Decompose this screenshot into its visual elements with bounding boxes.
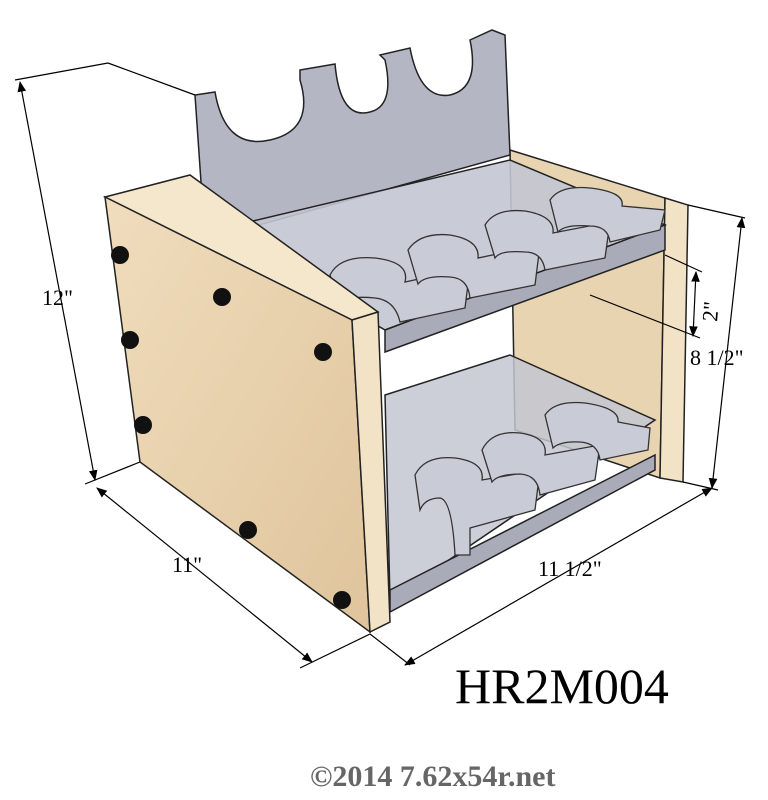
copyright-notice: ©2014 7.62x54r.net <box>310 760 555 793</box>
bolt-icon <box>213 288 231 306</box>
height-dimension-label: 12" <box>42 285 73 310</box>
left-panel-edge <box>351 310 391 634</box>
bolt-icon <box>314 343 332 361</box>
side-height-dimension-label: 8 1/2" <box>690 345 744 370</box>
width-dimension-label: 11 1/2" <box>538 556 602 581</box>
bolt-icon <box>111 246 129 264</box>
depth-dimension-label: 11" <box>172 552 202 577</box>
bolt-icon <box>239 521 257 539</box>
bolt-icon <box>134 416 152 434</box>
bolt-icon <box>121 331 139 349</box>
model-number: HR2M004 <box>455 658 669 714</box>
back-panel <box>194 29 511 241</box>
dimension-lines <box>14 62 746 669</box>
bolt-icon <box>333 591 351 609</box>
shelf-gap-dimension-label: 2" <box>697 300 724 322</box>
upper-cradles <box>329 186 666 323</box>
